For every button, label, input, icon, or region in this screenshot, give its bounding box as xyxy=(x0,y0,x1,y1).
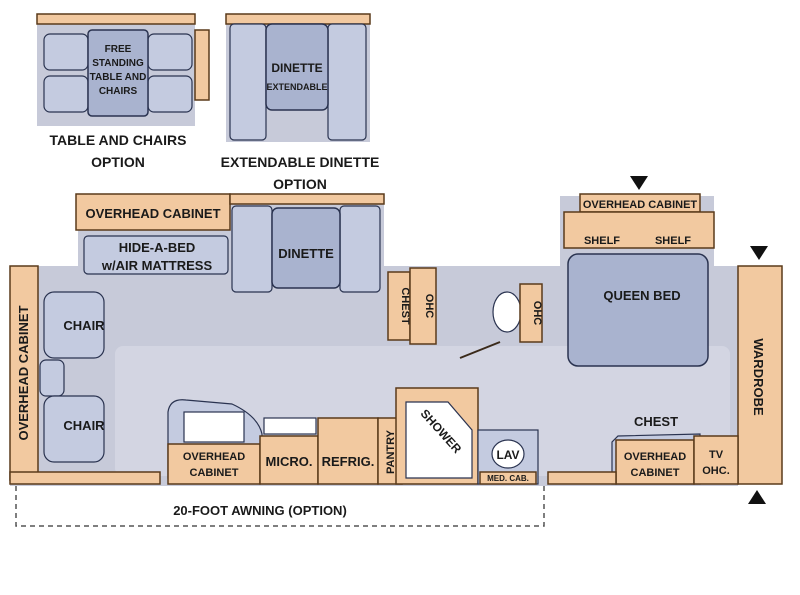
table-chairs-wall xyxy=(36,13,196,25)
awning-label: 20-FOOT AWNING (OPTION) xyxy=(173,503,347,518)
overhead-cabinet-top xyxy=(75,193,231,231)
wardrobe-label: WARDROBE xyxy=(751,338,766,416)
chair-option-2 xyxy=(43,75,89,113)
hide-a-bed-label-2: w/AIR MATTRESS xyxy=(101,258,213,273)
triangle-down-icon xyxy=(630,176,648,190)
tv-ohc xyxy=(693,435,739,485)
tv-ohc-label-2: OHC. xyxy=(702,465,730,477)
shower-pan xyxy=(405,401,473,479)
triangle-up-icon xyxy=(748,490,766,504)
ohc-left xyxy=(409,267,437,345)
cooktop xyxy=(263,417,317,435)
toilet xyxy=(492,291,522,333)
overhead-cabinet-bedroom-label: OVERHEAD CABINET xyxy=(583,199,698,211)
dinette-option-table xyxy=(265,23,329,111)
awning-outline xyxy=(15,486,545,527)
dinette-bench-left xyxy=(231,205,273,293)
refrigerator xyxy=(317,417,379,485)
bath-door-swing xyxy=(459,341,501,359)
shelf-right-label: SHELF xyxy=(655,235,691,247)
chest-bedroom-label: CHEST xyxy=(634,414,678,429)
micro-label: MICRO. xyxy=(266,454,313,469)
dinette-option-bench-left xyxy=(229,23,267,141)
chest-left-label: CHEST xyxy=(399,287,411,325)
chair-bottom-label: CHAIR xyxy=(63,418,105,433)
chair-bottom xyxy=(43,395,105,463)
ohc-left-label: OHC xyxy=(423,294,435,319)
dinette-bench-right xyxy=(339,205,381,293)
dinette-option-wall xyxy=(225,13,371,25)
table-chairs-inset-line-3: TABLE AND xyxy=(90,72,147,83)
hide-a-bed xyxy=(83,235,229,275)
dinette-table xyxy=(271,207,341,289)
tv-ohc-label-1: TV xyxy=(709,449,724,461)
overhead-cabinet-left-label: OVERHEAD CABINET xyxy=(16,305,31,440)
lav-sink xyxy=(491,439,525,469)
table-chairs-caption-line-2: OPTION xyxy=(91,154,145,170)
kitchen-sink xyxy=(183,411,245,443)
dinette-wall xyxy=(229,193,385,205)
dinette-label: DINETTE xyxy=(278,246,334,261)
extendable-dinette-option: DINETTE EXTENDABLE EXTENDABLE DINETTE OP… xyxy=(221,13,380,192)
chair-top-label: CHAIR xyxy=(63,318,105,333)
chair-side-table xyxy=(39,359,65,397)
table-chairs-inset-line-2: STANDING xyxy=(92,58,144,69)
queen-bed-label: QUEEN BED xyxy=(603,288,680,303)
bottom-wall-right xyxy=(547,471,617,485)
pantry-label: PANTRY xyxy=(385,429,397,474)
shelf-left-label: SHELF xyxy=(584,235,620,247)
bedroom-shelves xyxy=(563,211,715,249)
dinette-option-sublabel: EXTENDABLE xyxy=(266,82,327,92)
overhead-cabinet-bedroom-bottom-label-1: OVERHEAD xyxy=(624,451,686,463)
chair-top xyxy=(43,291,105,359)
table-chairs-inset-line-1: FREE xyxy=(105,44,132,55)
overhead-cabinet-bedroom-bottom-label-2: CABINET xyxy=(631,467,680,479)
free-standing-table xyxy=(87,29,149,117)
bottom-wall-left xyxy=(9,471,161,485)
chair-option-3 xyxy=(147,33,193,71)
chair-option-4 xyxy=(147,75,193,113)
dinette-caption-line-1: EXTENDABLE DINETTE xyxy=(221,154,380,170)
hide-a-bed-label-1: HIDE-A-BED xyxy=(119,240,196,255)
table-chairs-inset-line-4: CHAIRS xyxy=(99,86,138,97)
ohc-bath xyxy=(519,283,543,343)
dinette-option-label: DINETTE xyxy=(271,61,322,75)
overhead-cabinet-kitchen-label-1: OVERHEAD xyxy=(183,451,245,463)
med-cab xyxy=(479,471,537,485)
main-floor-plan: OVERHEAD CABINET HIDE-A-BED w/AIR MATTRE… xyxy=(9,176,783,527)
refrig-label: REFRIG. xyxy=(322,454,375,469)
overhead-cabinet-kitchen-label-2: CABINET xyxy=(190,467,239,479)
ohc-bath-label: OHC xyxy=(531,301,543,326)
wardrobe xyxy=(737,265,783,485)
triangle-down-icon xyxy=(750,246,768,260)
queen-bed xyxy=(567,253,709,367)
table-chairs-caption-line-1: TABLE AND CHAIRS xyxy=(50,132,187,148)
dinette-option-bench-right xyxy=(327,23,367,141)
med-cab-label: MED. CAB. xyxy=(487,474,529,483)
overhead-cabinet-left xyxy=(9,265,39,481)
dinette-caption-line-2: OPTION xyxy=(273,176,327,192)
table-chairs-side xyxy=(194,29,210,101)
overhead-cabinet-top-label: OVERHEAD CABINET xyxy=(85,206,220,221)
chair-option-1 xyxy=(43,33,89,71)
lav-label: LAV xyxy=(496,448,519,462)
table-and-chairs-option: FREE STANDING TABLE AND CHAIRS TABLE AND… xyxy=(36,13,210,170)
